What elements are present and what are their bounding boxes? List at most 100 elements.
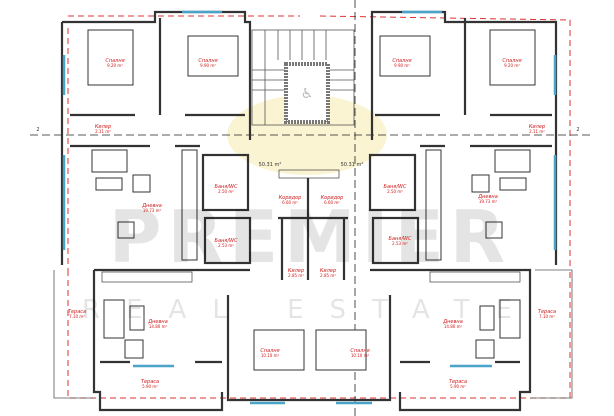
room-area: 2.53 m² <box>218 243 234 248</box>
watermark-brand: PREMIER <box>109 195 511 279</box>
room-name: Тераса <box>449 379 467 385</box>
room-name: Спалня <box>392 58 411 64</box>
room-name: Дневна <box>442 319 463 325</box>
room-name: Килер <box>288 268 304 274</box>
room-name: Спалня <box>260 348 279 354</box>
kitchen-counter <box>181 149 198 261</box>
room-area: 6.60 m² <box>324 200 340 205</box>
room-name: Килер <box>320 268 336 274</box>
room-label: Баня/WC2.53 m² <box>389 236 412 246</box>
wall <box>62 10 252 140</box>
room-name: Тераса <box>68 309 86 315</box>
axis-label-left: 2 <box>36 127 39 133</box>
terrace-outline <box>53 270 94 399</box>
room-name: Дневна <box>141 203 162 209</box>
room-name: Дневна <box>477 194 498 200</box>
room-area: 5.90 m² <box>142 384 158 389</box>
room-name: Спалня <box>350 348 369 354</box>
room-name: Баня/WC <box>215 184 238 190</box>
watermark-sub: REAL ESTATE <box>82 295 538 325</box>
room-area: 14.80 m² <box>444 324 463 329</box>
wall <box>226 295 392 402</box>
room-label: Баня/WC2.53 m² <box>215 238 238 248</box>
apartment-area: 50.31 m² <box>341 162 364 168</box>
room-name: Баня/WC <box>389 236 412 242</box>
wall <box>201 153 250 212</box>
wall <box>371 216 420 265</box>
room-name: Коридор <box>321 195 344 201</box>
room-name: Спалня <box>198 58 217 64</box>
kitchen-counter <box>101 271 193 283</box>
room-area: 2.85 m² <box>320 273 336 278</box>
wall <box>203 216 252 265</box>
room-area: 2.50 m² <box>387 189 403 194</box>
kitchen-counter <box>429 271 521 283</box>
room-label: Баня/WC2.50 m² <box>215 184 238 194</box>
boundary-line <box>67 270 571 399</box>
room-area: 10.10 m² <box>261 353 280 358</box>
room-name: Тераса <box>141 379 159 385</box>
room-area: 19.73 m² <box>143 208 162 213</box>
axis-label-right: 2 <box>576 127 579 133</box>
room-area: 10.10 m² <box>351 353 370 358</box>
room-area: 9.90 m² <box>200 63 216 68</box>
staircase <box>251 29 355 126</box>
room-area: 6.60 m² <box>282 200 298 205</box>
room-name: Спалня <box>105 58 124 64</box>
apartment-area: 50.31 m² <box>259 162 282 168</box>
room-area: 7.10 m² <box>69 314 85 319</box>
wall <box>370 268 532 412</box>
room-name: Баня/WC <box>215 238 238 244</box>
room-area: 2.50 m² <box>218 189 234 194</box>
kitchen-counter <box>425 149 442 261</box>
room-name: Тераса <box>538 309 556 315</box>
room-area: 7.10 m² <box>539 314 555 319</box>
wheelchair-icon: ♿ <box>301 86 314 102</box>
room-name: Баня/WC <box>384 184 407 190</box>
room-area: 9.90 m² <box>394 63 410 68</box>
room-area: 19.73 m² <box>479 199 498 204</box>
room-area: 9.20 m² <box>107 63 123 68</box>
room-name: Спалня <box>502 58 521 64</box>
room-area: 2.11 m² <box>529 129 545 134</box>
room-area: 5.90 m² <box>450 384 466 389</box>
wall <box>92 270 224 412</box>
furniture <box>87 29 536 371</box>
room-name: Килер <box>529 124 545 130</box>
room-area: 2.11 m² <box>95 129 111 134</box>
terrace-outline <box>530 269 573 399</box>
boundary-line <box>319 15 571 270</box>
room-area: 2.53 m² <box>392 241 408 246</box>
room-name: Коридор <box>279 195 302 201</box>
room-name: Килер <box>95 124 111 130</box>
elevator-shaft <box>284 62 330 124</box>
room-area: 2.85 m² <box>288 273 304 278</box>
room-area: 14.80 m² <box>149 324 168 329</box>
room-area: 9.20 m² <box>504 63 520 68</box>
wall <box>368 153 417 212</box>
room-name: Дневна <box>147 319 168 325</box>
room-label: Баня/WC2.50 m² <box>384 184 407 194</box>
